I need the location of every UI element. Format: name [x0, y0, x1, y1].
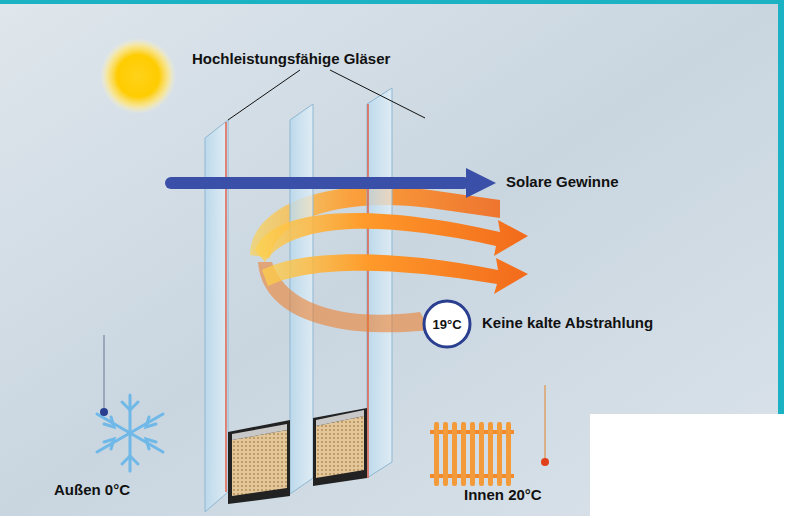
inside-temp-label: Innen 20°C: [464, 486, 542, 504]
temperature-circle: 19°C: [422, 299, 472, 349]
temperature-value: 19°C: [432, 317, 461, 332]
pane-label: Hochleistungsfähige Gläser: [192, 50, 390, 68]
solar-gain-label: Solare Gewinne: [506, 173, 619, 191]
radiation-label: Keine kalte Abstrahlung: [482, 314, 653, 332]
outside-temp-label: Außen 0°C: [54, 481, 130, 499]
